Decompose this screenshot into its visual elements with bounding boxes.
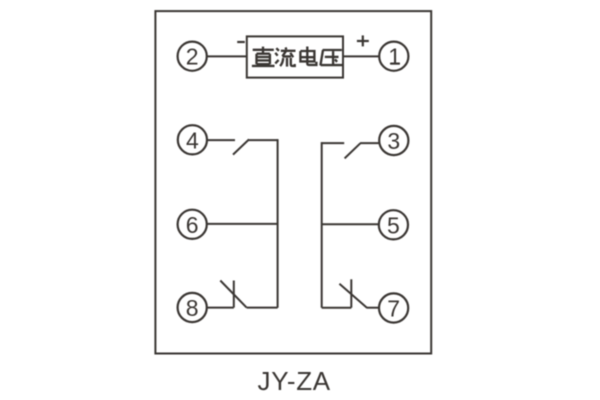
svg-text:4: 4 — [186, 127, 199, 153]
svg-text:8: 8 — [186, 295, 199, 321]
svg-text:5: 5 — [387, 212, 400, 238]
svg-text:7: 7 — [387, 296, 400, 322]
svg-text:2: 2 — [186, 44, 199, 70]
svg-text:6: 6 — [186, 212, 199, 238]
svg-text:1: 1 — [388, 44, 401, 70]
svg-text:3: 3 — [387, 128, 400, 154]
svg-text:JY-ZA: JY-ZA — [258, 366, 331, 396]
